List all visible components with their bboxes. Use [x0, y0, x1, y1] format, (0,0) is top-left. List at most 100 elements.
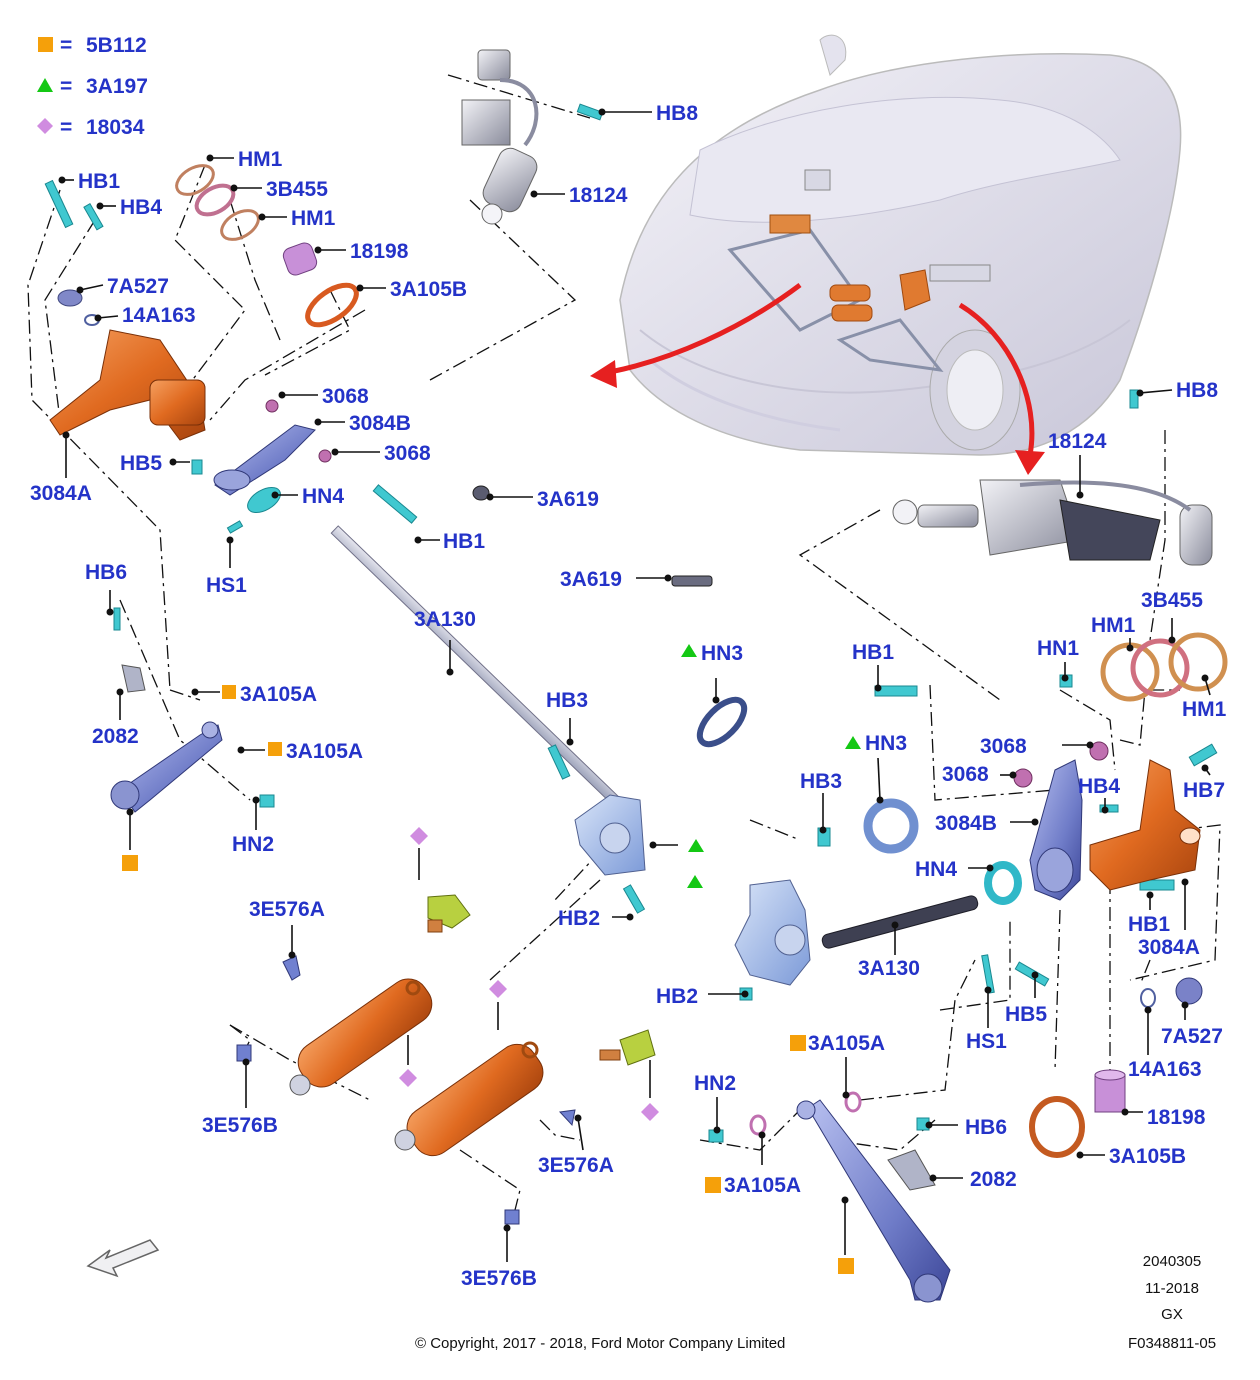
label-hn3-l[interactable]: HN3 — [701, 642, 743, 665]
knuckle-3084a-left[interactable] — [49, 329, 206, 441]
bolt-hb3-l[interactable] — [547, 744, 571, 780]
label-hb6-l[interactable]: HB6 — [85, 561, 127, 584]
label-hb5-r[interactable]: HB5 — [1005, 1003, 1047, 1026]
label-18198-r[interactable]: 18198 — [1147, 1106, 1206, 1129]
bolt-hb1-r2[interactable] — [1139, 879, 1175, 891]
label-3e576b-r[interactable]: 3E576B — [461, 1267, 537, 1290]
bellcrank-3084b-left[interactable] — [213, 424, 316, 496]
label-7a527-l[interactable]: 7A527 — [107, 275, 169, 298]
label-hn2-l[interactable]: HN2 — [232, 833, 274, 856]
bushing-18198-l[interactable] — [281, 241, 319, 278]
label-3b455-tl[interactable]: 3B455 — [266, 178, 328, 201]
label-3a105b-l[interactable]: 3A105B — [390, 278, 467, 301]
label-3e576b-l[interactable]: 3E576B — [202, 1114, 278, 1137]
label-hb6-r[interactable]: HB6 — [965, 1116, 1007, 1139]
mount-bracket-center[interactable] — [574, 794, 646, 876]
label-hb1-r2[interactable]: HB1 — [1128, 913, 1170, 936]
label-3a619-b[interactable]: 3A619 — [560, 568, 622, 591]
nut-hn4-r[interactable] — [984, 861, 1022, 905]
bracket-2082-l[interactable] — [121, 664, 146, 693]
solenoid-lower[interactable] — [599, 1029, 656, 1066]
label-3a130-r[interactable]: 3A130 — [858, 957, 920, 980]
label-3084b-r[interactable]: 3084B — [935, 812, 997, 835]
torsion-bar-3a130-r[interactable] — [821, 895, 979, 950]
label-14a163-l[interactable]: 14A163 — [122, 304, 196, 327]
washer-hn3-l[interactable] — [692, 692, 751, 751]
actuator-18124-top[interactable] — [461, 49, 541, 225]
seal-3a105a-r2[interactable] — [749, 1114, 767, 1136]
seal-3a105b-l[interactable] — [301, 277, 363, 332]
label-hb4-r[interactable]: HB4 — [1078, 775, 1120, 798]
label-3068-c[interactable]: 3068 — [980, 735, 1027, 758]
bushing-3068-a[interactable] — [265, 399, 279, 413]
label-3084a-r[interactable]: 3084A — [1138, 936, 1200, 959]
nut-hn4-l[interactable] — [243, 482, 284, 517]
label-hm1-d[interactable]: HM1 — [1182, 698, 1227, 721]
fitting-3e576a-l[interactable] — [282, 955, 301, 981]
label-hm1-c[interactable]: HM1 — [1091, 614, 1136, 637]
label-3068-b[interactable]: 3068 — [384, 442, 431, 465]
label-hb8-top[interactable]: HB8 — [656, 102, 698, 125]
cap-7a527-l[interactable] — [57, 289, 83, 307]
bolt-hb1-tl[interactable] — [44, 179, 74, 229]
knuckle-3084a-right[interactable] — [1089, 759, 1201, 891]
label-hb2-r[interactable]: HB2 — [656, 985, 698, 1008]
fitting-3e576b-l[interactable] — [236, 1044, 252, 1062]
washer-hm1-d[interactable] — [1168, 632, 1228, 692]
fitting-3e576b-r[interactable] — [504, 1209, 520, 1225]
bellcrank-3084b-right[interactable] — [1029, 759, 1083, 901]
label-hm1-b[interactable]: HM1 — [291, 207, 336, 230]
label-hb1-mid[interactable]: HB1 — [443, 530, 485, 553]
bearing-3b455-r[interactable] — [1130, 638, 1190, 698]
screw-hs1-r[interactable] — [981, 954, 995, 994]
label-3a130-l[interactable]: 3A130 — [414, 608, 476, 631]
bolt-hb1-mid[interactable] — [372, 484, 418, 524]
label-hb4-tl[interactable]: HB4 — [120, 196, 162, 219]
screw-hs1-l[interactable] — [226, 520, 244, 534]
washer-hm1-a[interactable] — [172, 160, 219, 201]
label-18124-top[interactable]: 18124 — [569, 184, 628, 207]
bolt-hb1-r[interactable] — [874, 685, 918, 697]
label-3084b-l[interactable]: 3084B — [349, 412, 411, 435]
label-hb5-l[interactable]: HB5 — [120, 452, 162, 475]
label-3e576a-r[interactable]: 3E576A — [538, 1154, 614, 1177]
bolt-hb8-top[interactable] — [576, 103, 604, 121]
washer-hn3-r[interactable] — [863, 798, 919, 854]
seal-3a105a-r[interactable] — [844, 1091, 862, 1113]
label-hn4-r[interactable]: HN4 — [915, 858, 957, 881]
fitting-3e576a-r[interactable] — [558, 1109, 576, 1127]
solenoid-upper[interactable] — [427, 894, 471, 933]
bushing-3068-b[interactable] — [318, 449, 332, 463]
link-lower-left[interactable] — [110, 721, 223, 813]
label-hb1-r[interactable]: HB1 — [852, 641, 894, 664]
bolt-hb2-l[interactable] — [622, 884, 646, 914]
label-2082-r[interactable]: 2082 — [970, 1168, 1017, 1191]
bolt-hb7-r[interactable] — [1188, 743, 1218, 767]
label-2082-l[interactable]: 2082 — [92, 725, 139, 748]
label-hb3-r[interactable]: HB3 — [800, 770, 842, 793]
label-14a163-r[interactable]: 14A163 — [1128, 1058, 1202, 1081]
label-3a105a-a[interactable]: 3A105A — [240, 683, 317, 706]
bushing-3068-d[interactable] — [1013, 768, 1033, 788]
label-3a105a-r[interactable]: 3A105A — [808, 1032, 885, 1055]
cap-7a527-r[interactable] — [1175, 977, 1203, 1005]
bearing-3b455-tl[interactable] — [192, 180, 239, 221]
label-hs1-r[interactable]: HS1 — [966, 1030, 1007, 1053]
actuator-18124-right[interactable] — [892, 479, 1213, 566]
seal-3a105b-r[interactable] — [1029, 1096, 1085, 1158]
label-18198-l[interactable]: 18198 — [350, 240, 409, 263]
label-3a105a-r2[interactable]: 3A105A — [724, 1174, 801, 1197]
link-lower-right[interactable] — [796, 1099, 951, 1303]
label-hb7-r[interactable]: HB7 — [1183, 779, 1225, 802]
label-hb2-l[interactable]: HB2 — [558, 907, 600, 930]
label-hb3-l[interactable]: HB3 — [546, 689, 588, 712]
nut-hn2-l[interactable] — [259, 794, 275, 808]
label-3068-d[interactable]: 3068 — [942, 763, 989, 786]
bushing-3a619-b[interactable] — [671, 575, 713, 587]
label-hs1-l[interactable]: HS1 — [206, 574, 247, 597]
label-3a105b-r[interactable]: 3A105B — [1109, 1145, 1186, 1168]
bushing-3a619-a[interactable] — [472, 485, 490, 501]
bolt-hb4-r[interactable] — [1099, 804, 1119, 813]
label-7a527-r[interactable]: 7A527 — [1161, 1025, 1223, 1048]
label-hm1-a[interactable]: HM1 — [238, 148, 283, 171]
